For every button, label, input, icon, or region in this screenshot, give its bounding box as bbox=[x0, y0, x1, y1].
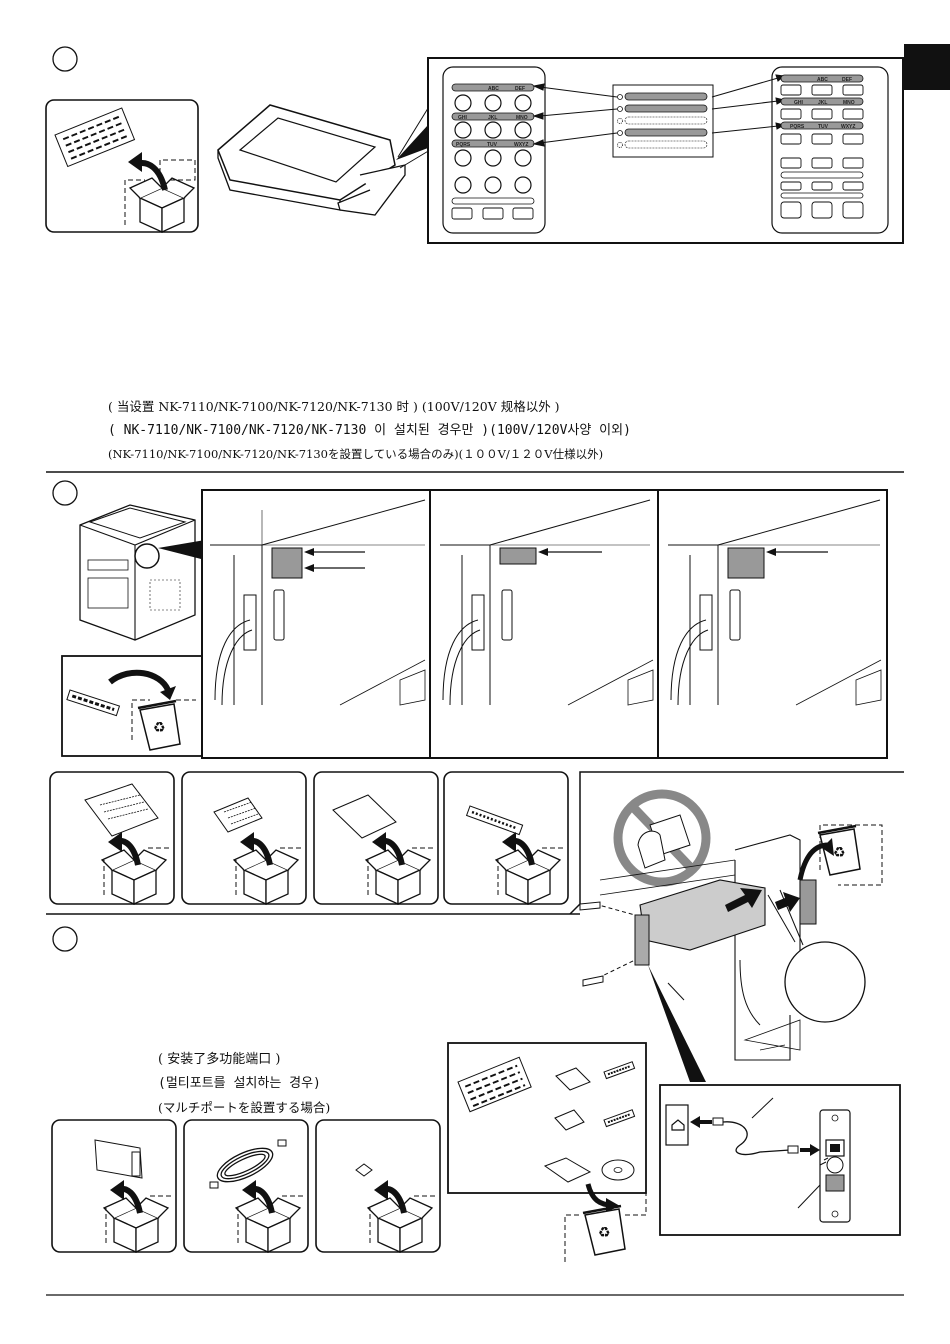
note-chinese: ( 当设置 NK-7110/NK-7100/NK-7120/NK-7130 时 … bbox=[108, 396, 560, 415]
accessory-card-1 bbox=[50, 772, 174, 904]
accessory-card-4 bbox=[444, 772, 568, 904]
multiport-card-3 bbox=[316, 1120, 440, 1252]
key-label-pqrs: PQRS bbox=[456, 142, 471, 148]
key-label-abc-right: ABC bbox=[817, 77, 828, 83]
key-label-jkl-right: JKL bbox=[818, 100, 827, 106]
note-korean: ( NK-7110/NK-7100/NK-7120/NK-7130 이 설치된 … bbox=[108, 419, 631, 438]
key-label-mno: MNO bbox=[516, 115, 528, 121]
key-label-pqrs-right: PQRS bbox=[790, 124, 805, 130]
key-label-tuv-right: TUV bbox=[818, 124, 829, 130]
multiport-faceplate bbox=[820, 1110, 850, 1222]
recycle-bin-icon-2 bbox=[818, 826, 860, 875]
label-placement-panels bbox=[202, 490, 887, 758]
step-1-marker bbox=[53, 47, 77, 71]
multiport-note-chinese: ( 安装了多功能端口 ) bbox=[158, 1048, 280, 1067]
multiport-note-japanese: (マルチポートを設置する場合) bbox=[158, 1097, 330, 1116]
cd-disc-icon bbox=[602, 1160, 634, 1180]
key-label-def-right: DEF bbox=[842, 77, 852, 83]
key-label-ghi: GHI bbox=[458, 115, 468, 121]
recycle-bin-icon-3 bbox=[583, 1206, 625, 1255]
accessory-card-3 bbox=[314, 772, 438, 904]
key-label-abc: ABC bbox=[488, 86, 499, 92]
multiport-card-1 bbox=[52, 1120, 176, 1252]
step-3-marker bbox=[53, 927, 77, 951]
operation-panel-illustration bbox=[218, 105, 430, 215]
key-label-tuv: TUV bbox=[487, 142, 498, 148]
multiport-card-2 bbox=[184, 1120, 308, 1252]
section-tab bbox=[904, 44, 950, 90]
wall-jack bbox=[666, 1105, 688, 1145]
note-japanese: (NK-7110/NK-7100/NK-7120/NK-7130を設置している場… bbox=[108, 446, 603, 462]
accessory-card-2 bbox=[182, 772, 306, 904]
key-label-jkl: JKL bbox=[488, 115, 497, 121]
key-label-wxyz: WXYZ bbox=[514, 142, 528, 148]
multiport-note-korean: (멀티포트를 설치하는 경우) bbox=[158, 1072, 321, 1091]
prohibition-icon bbox=[618, 794, 706, 882]
cable-connection-panel bbox=[660, 1085, 900, 1235]
key-label-mno-right: MNO bbox=[843, 100, 855, 106]
key-label-wxyz-right: WXYZ bbox=[841, 124, 855, 130]
step-2-marker bbox=[53, 481, 77, 505]
key-label-ghi-right: GHI bbox=[794, 100, 804, 106]
key-label-def: DEF bbox=[515, 86, 525, 92]
printer-rear-illustration bbox=[80, 505, 205, 640]
